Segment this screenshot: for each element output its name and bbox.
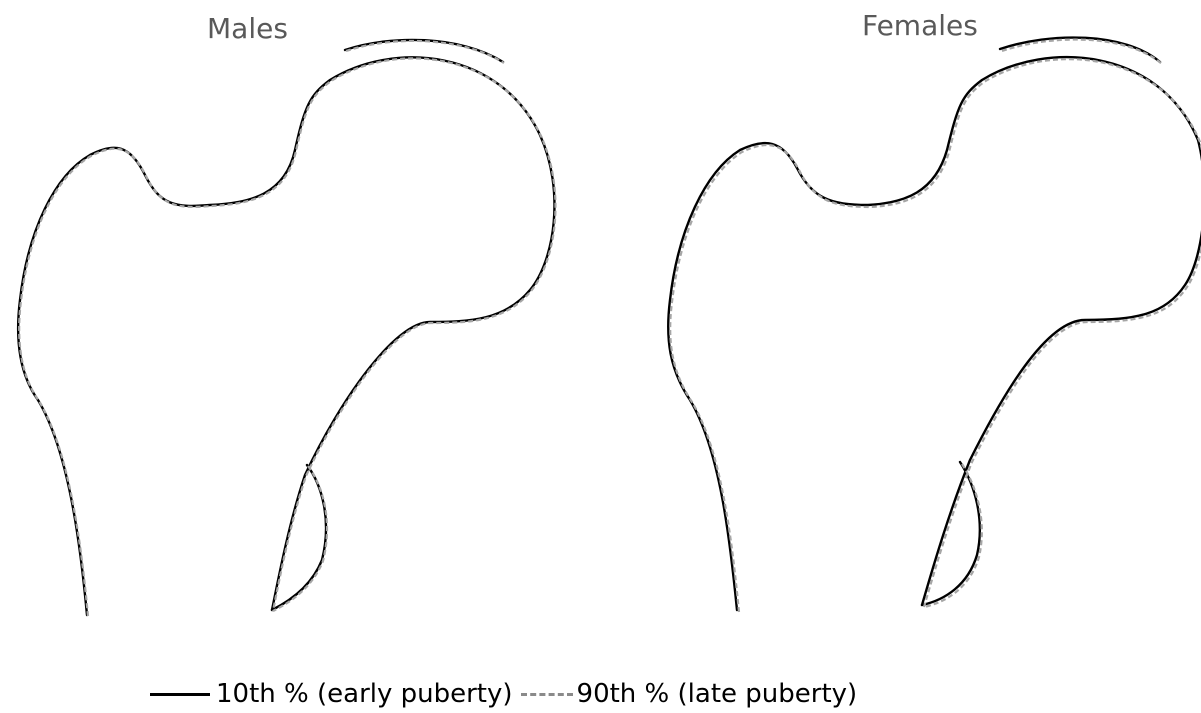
- females-femur-90th-outline: [670, 40, 1201, 612]
- females-femur-10th-outline: [668, 38, 1201, 610]
- males-femur-10th-outline: [18, 40, 554, 615]
- legend: 10th % (early puberty) 90th % (late pube…: [150, 676, 857, 712]
- legend-solid-swatch: [150, 693, 210, 696]
- legend-solid-label: 10th % (early puberty): [216, 679, 513, 709]
- males-femur-90th-outline: [19, 41, 555, 616]
- legend-dashed-label: 90th % (late puberty): [577, 679, 858, 709]
- legend-dashed-swatch: [521, 693, 573, 696]
